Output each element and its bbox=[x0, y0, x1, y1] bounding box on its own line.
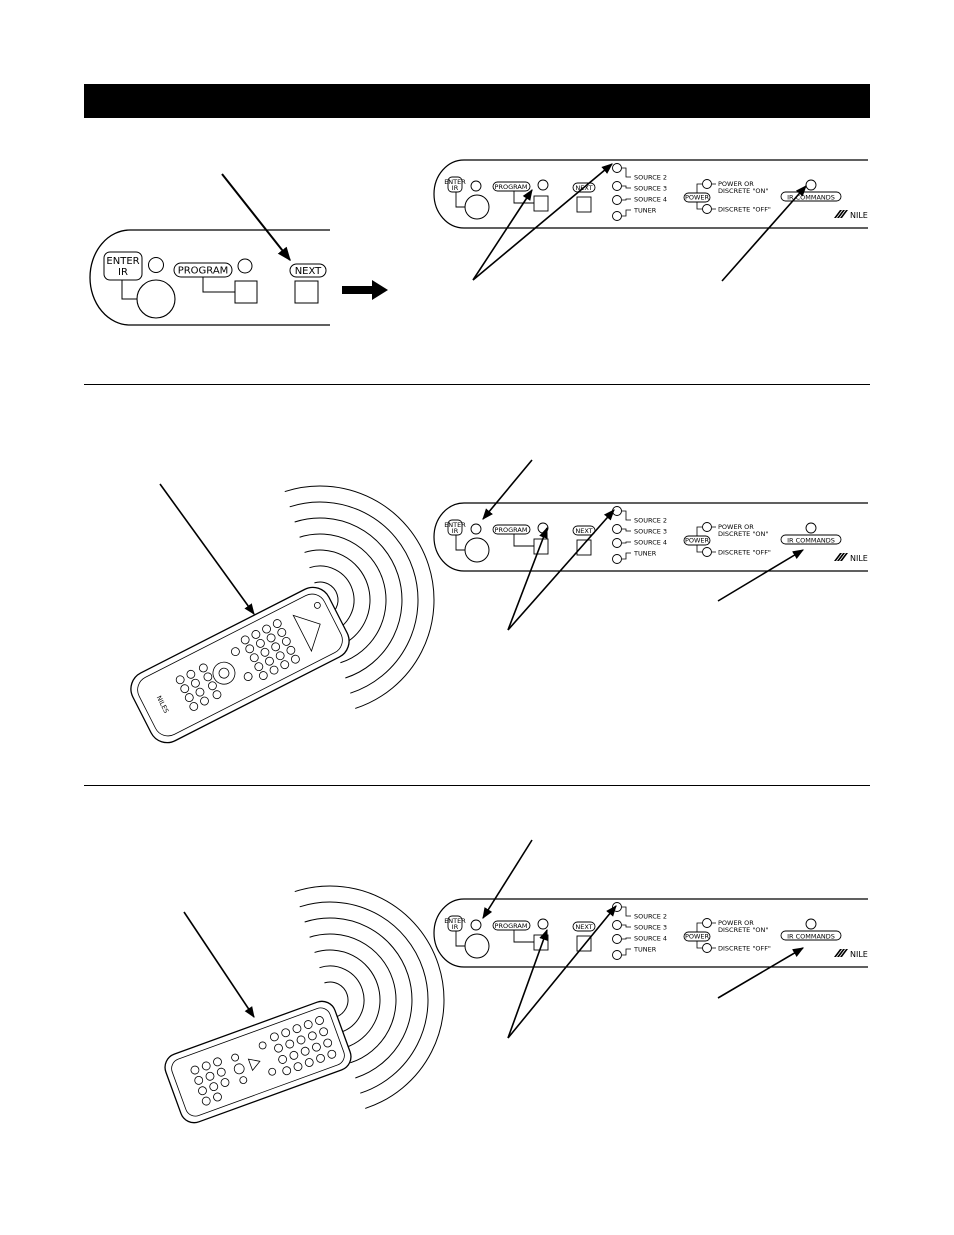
enter-ir-label-2: IR bbox=[452, 527, 459, 535]
enter-ir-label-1: ENTER bbox=[444, 178, 466, 186]
section-divider-2 bbox=[84, 785, 870, 786]
power-on-label-2: DISCRETE "ON" bbox=[718, 187, 768, 195]
power-off-label: DISCRETE "OFF" bbox=[718, 945, 771, 953]
brand-label: NILE bbox=[850, 950, 868, 959]
ir-commands-label: IR COMMANDS bbox=[787, 537, 835, 545]
source-2-label: SOURCE 2 bbox=[634, 913, 667, 921]
panel-3-labels: ENTER IR PROGRAM NEXT SOURCE 2 SOURCE 3 … bbox=[444, 913, 868, 960]
right-arrow-icon bbox=[342, 280, 388, 300]
next-button[interactable] bbox=[294, 280, 319, 304]
source-4-label: SOURCE 4 bbox=[634, 539, 667, 547]
power-on-label-2: DISCRETE "ON" bbox=[718, 926, 768, 934]
power-on-label-1: POWER OR bbox=[718, 180, 754, 188]
power-on-label-2: DISCRETE "ON" bbox=[718, 530, 768, 538]
enter-ir-label-2: IR bbox=[452, 923, 459, 931]
source-3-label: SOURCE 3 bbox=[634, 924, 667, 932]
callout-arrow-remote-1 bbox=[159, 483, 255, 615]
ir-commands-label: IR COMMANDS bbox=[787, 933, 835, 941]
tuner-label: TUNER bbox=[633, 946, 657, 954]
callout-arrow-program bbox=[507, 526, 548, 631]
front-panel-large: ENTER IR PROGRAM NEXT bbox=[89, 229, 330, 326]
program-button[interactable] bbox=[234, 280, 258, 304]
source-2-label: SOURCE 2 bbox=[634, 174, 667, 182]
source-4-label: SOURCE 4 bbox=[634, 196, 667, 204]
callout-arrow-enter-ir-led bbox=[482, 459, 533, 520]
power-label: POWER bbox=[685, 537, 710, 545]
section-header-bar bbox=[84, 84, 870, 118]
callout-arrow-program-2 bbox=[507, 928, 548, 1039]
source-4-label: SOURCE 4 bbox=[634, 935, 667, 943]
callout-arrow-enter-ir-led-2 bbox=[482, 839, 533, 919]
enter-ir-label-1: ENTER bbox=[106, 256, 139, 267]
enter-ir-led bbox=[148, 257, 164, 273]
power-label: POWER bbox=[685, 933, 710, 941]
callout-arrow-ir-commands-3 bbox=[717, 947, 804, 999]
power-off-label: DISCRETE "OFF" bbox=[718, 206, 771, 214]
program-label: PROGRAM bbox=[178, 266, 229, 277]
power-label: POWER bbox=[685, 194, 710, 202]
remote-control-2 bbox=[164, 1000, 352, 1124]
panel-1-labels: ENTER IR PROGRAM NEXT SOURCE 2 SOURCE 3 … bbox=[444, 174, 868, 221]
next-label: NEXT bbox=[575, 184, 592, 192]
program-label: PROGRAM bbox=[495, 922, 528, 930]
power-on-label-1: POWER OR bbox=[718, 919, 754, 927]
callout-arrow-ir-commands bbox=[721, 185, 807, 282]
ir-commands-label: IR COMMANDS bbox=[787, 194, 835, 202]
enter-ir-label-2: IR bbox=[452, 184, 459, 192]
callout-arrow-source-2 bbox=[507, 905, 617, 1039]
callout-arrow-ir-commands-2 bbox=[717, 549, 804, 602]
callout-arrow-next bbox=[221, 173, 291, 262]
enter-ir-label-2: IR bbox=[118, 267, 128, 278]
callout-arrow-source-led bbox=[472, 163, 613, 281]
enter-ir-label-1: ENTER bbox=[444, 521, 466, 529]
enter-ir-button[interactable] bbox=[136, 279, 176, 319]
callout-arrow-program-led bbox=[472, 189, 533, 281]
next-label: NEXT bbox=[575, 923, 592, 931]
next-label: NEXT bbox=[575, 527, 592, 535]
source-3-label: SOURCE 3 bbox=[634, 528, 667, 536]
panel-2-labels: ENTER IR PROGRAM NEXT SOURCE 2 SOURCE 3 … bbox=[444, 517, 868, 564]
brand-label: NILE bbox=[850, 554, 868, 563]
power-off-label: DISCRETE "OFF" bbox=[718, 549, 771, 557]
program-led bbox=[237, 258, 253, 274]
source-2-label: SOURCE 2 bbox=[634, 517, 667, 525]
section-divider-1 bbox=[84, 384, 870, 385]
program-label: PROGRAM bbox=[495, 526, 528, 534]
tuner-label: TUNER bbox=[633, 207, 657, 215]
power-on-label-1: POWER OR bbox=[718, 523, 754, 531]
tuner-label: TUNER bbox=[633, 550, 657, 558]
callout-arrow-source bbox=[507, 509, 615, 631]
program-label: PROGRAM bbox=[495, 183, 528, 191]
remote-control-1: NILES bbox=[130, 586, 350, 744]
callout-arrow-remote-2 bbox=[183, 911, 255, 1018]
brand-label: NILE bbox=[850, 211, 868, 220]
enter-ir-label-1: ENTER bbox=[444, 917, 466, 925]
source-3-label: SOURCE 3 bbox=[634, 185, 667, 193]
next-label: NEXT bbox=[295, 266, 322, 277]
